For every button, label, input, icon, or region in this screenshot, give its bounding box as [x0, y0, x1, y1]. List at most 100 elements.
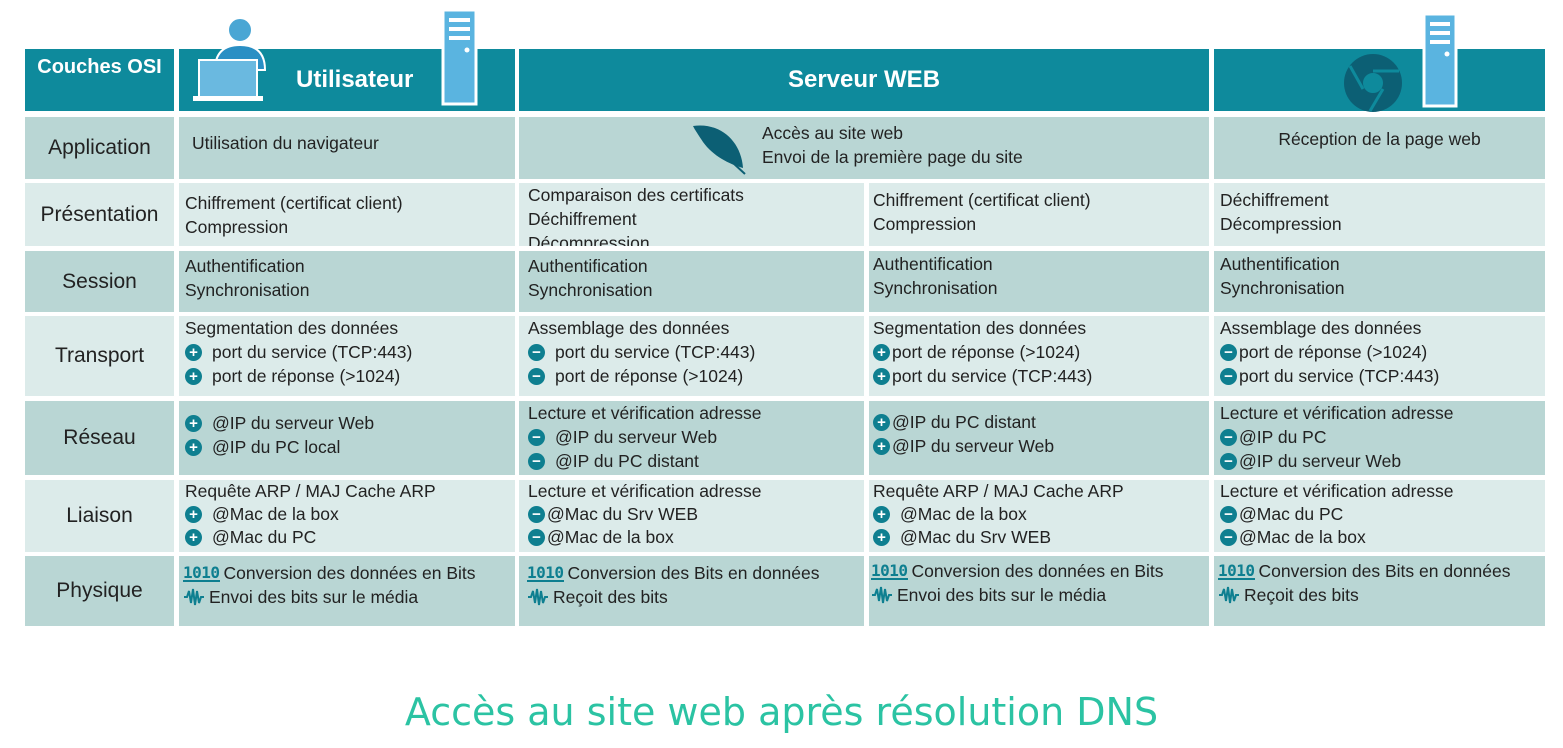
plus-icon: +	[873, 413, 890, 431]
signal-wave-icon	[183, 588, 205, 606]
header-server-cell: Serveur WEB	[519, 49, 1209, 111]
cell-application-client: Réception de la page web	[1214, 117, 1545, 179]
cell-session-c3: Authentification Synchronisation	[869, 251, 1209, 312]
cell-text: Lecture et vérification adresse	[1220, 403, 1454, 423]
cell-text: Reçoit des bits	[1244, 585, 1359, 605]
cell-text: Lecture et vérification adresse	[1220, 481, 1454, 501]
cell-text: @IP du serveur Web	[212, 413, 375, 433]
cell-reseau-c2: Lecture et vérification adresse −@IP du …	[519, 401, 864, 475]
cell-liaison-c2: Lecture et vérification adresse −@Mac du…	[519, 480, 864, 552]
cell-text: port de réponse (>1024)	[1239, 342, 1428, 362]
cell-text: port de réponse (>1024)	[555, 366, 744, 386]
cell-liaison-c4: Lecture et vérification adresse −@Mac du…	[1214, 480, 1545, 552]
cell-text: Envoi des bits sur le média	[897, 585, 1107, 605]
minus-icon: −	[528, 343, 545, 361]
plus-icon: +	[873, 343, 890, 361]
cell-presentation-c4: Déchiffrement Décompression	[1214, 183, 1545, 246]
cell-text: Lecture et vérification adresse	[528, 403, 762, 423]
cell-text: Lecture et vérification adresse	[528, 481, 762, 501]
cell-text: @IP du PC distant	[555, 451, 699, 471]
cell-text: @Mac du PC	[1239, 504, 1344, 524]
cell-text: @IP du serveur Web	[892, 436, 1055, 456]
server-tower-icon-left	[441, 8, 478, 106]
cell-text: Déchiffrement	[528, 209, 637, 229]
cell-text: Chiffrement (certificat client)	[185, 193, 403, 213]
cell-transport-c1: Segmentation des données +port du servic…	[179, 316, 515, 396]
server-tower-icon-right	[1422, 12, 1458, 108]
row-label-liaison: Liaison	[25, 480, 174, 552]
row-label-application: Application	[25, 117, 174, 179]
server-column-title: Serveur WEB	[787, 66, 941, 93]
cell-text: @Mac de la box	[1239, 527, 1366, 547]
cell-text: Synchronisation	[873, 278, 998, 298]
cell-text: Segmentation des données	[185, 318, 399, 338]
plus-icon: +	[873, 506, 890, 523]
minus-icon: −	[528, 367, 545, 385]
cell-application-user: Utilisation du navigateur	[179, 117, 515, 179]
row-label-physique: Physique	[25, 556, 174, 626]
minus-icon: −	[528, 452, 545, 470]
cell-text: Synchronisation	[528, 280, 653, 300]
cell-text: @IP du serveur Web	[1239, 451, 1402, 471]
cell-text: Envoi des bits sur le média	[209, 587, 419, 607]
row-label-reseau: Réseau	[25, 401, 174, 475]
row-label-session: Session	[25, 251, 174, 312]
layer-name: Physique	[56, 579, 143, 602]
plus-icon: +	[185, 438, 202, 456]
cell-text: @IP du PC local	[212, 437, 341, 457]
cell-transport-c4: Assemblage des données −port de réponse …	[1214, 316, 1545, 396]
cell-text: Envoi de la première page du site	[762, 147, 1023, 167]
cell-text: @Mac du Srv WEB	[547, 504, 698, 524]
cell-transport-c3: Segmentation des données +port de répons…	[869, 316, 1209, 396]
plus-icon: +	[185, 506, 202, 523]
cell-text: Requête ARP / MAJ Cache ARP	[873, 481, 1124, 501]
cell-presentation-c2: Comparaison des certificats Déchiffremen…	[519, 183, 864, 246]
row-label-presentation: Présentation	[25, 183, 174, 246]
plus-icon: +	[185, 414, 202, 432]
binary-bits-icon: 1010	[183, 562, 220, 582]
cell-text: port du service (TCP:443)	[555, 342, 756, 362]
plus-icon: +	[185, 367, 202, 385]
cell-text: Authentification	[873, 254, 993, 274]
binary-bits-icon: 1010	[1218, 560, 1255, 580]
cell-text: Authentification	[185, 256, 305, 276]
cell-text: Décompression	[528, 233, 650, 246]
signal-wave-icon	[1218, 586, 1240, 604]
cell-text: @Mac du PC	[212, 527, 317, 547]
cell-text: Décompression	[1220, 214, 1342, 234]
cell-presentation-c3: Chiffrement (certificat client) Compress…	[869, 183, 1209, 246]
cell-reseau-c1: + @IP du serveur Web + @IP du PC local	[179, 401, 515, 475]
cell-text: @IP du PC	[1239, 427, 1327, 447]
user-column-title: Utilisateur	[296, 66, 414, 93]
cell-text: Requête ARP / MAJ Cache ARP	[185, 481, 436, 501]
cell-text: Conversion des Bits en données	[567, 563, 820, 583]
cell-liaison-c3: Requête ARP / MAJ Cache ARP +@Mac de la …	[869, 480, 1209, 552]
cell-text: Réception de la page web	[1278, 129, 1481, 149]
cell-text: @Mac de la box	[212, 504, 339, 524]
cell-text: Synchronisation	[1220, 278, 1345, 298]
row-label-transport: Transport	[25, 316, 174, 396]
minus-icon: −	[528, 506, 545, 523]
layer-name: Liaison	[66, 504, 133, 527]
plus-icon: +	[185, 343, 202, 361]
cell-text: Assemblage des données	[528, 318, 730, 338]
cell-application-server: Accès au site web Envoi de la première p…	[519, 117, 1209, 179]
cell-text: Chiffrement (certificat client)	[873, 190, 1091, 210]
cell-text: Conversion des données en Bits	[223, 563, 476, 583]
cell-text: Compression	[185, 217, 289, 237]
layer-name: Réseau	[63, 426, 136, 449]
minus-icon: −	[1220, 506, 1237, 523]
header-osi-cell: Couches OSI	[25, 49, 174, 111]
minus-icon: −	[1220, 529, 1237, 546]
cell-text: Authentification	[1220, 254, 1340, 274]
binary-bits-icon: 1010	[871, 560, 908, 580]
cell-text: @Mac du Srv WEB	[900, 527, 1051, 547]
cell-text: port de réponse (>1024)	[212, 366, 401, 386]
minus-icon: −	[1220, 367, 1237, 385]
user-laptop-icon	[193, 17, 267, 101]
cell-text: Accès au site web	[762, 123, 904, 143]
cell-text: Synchronisation	[185, 280, 310, 300]
feather-icon	[693, 125, 746, 175]
